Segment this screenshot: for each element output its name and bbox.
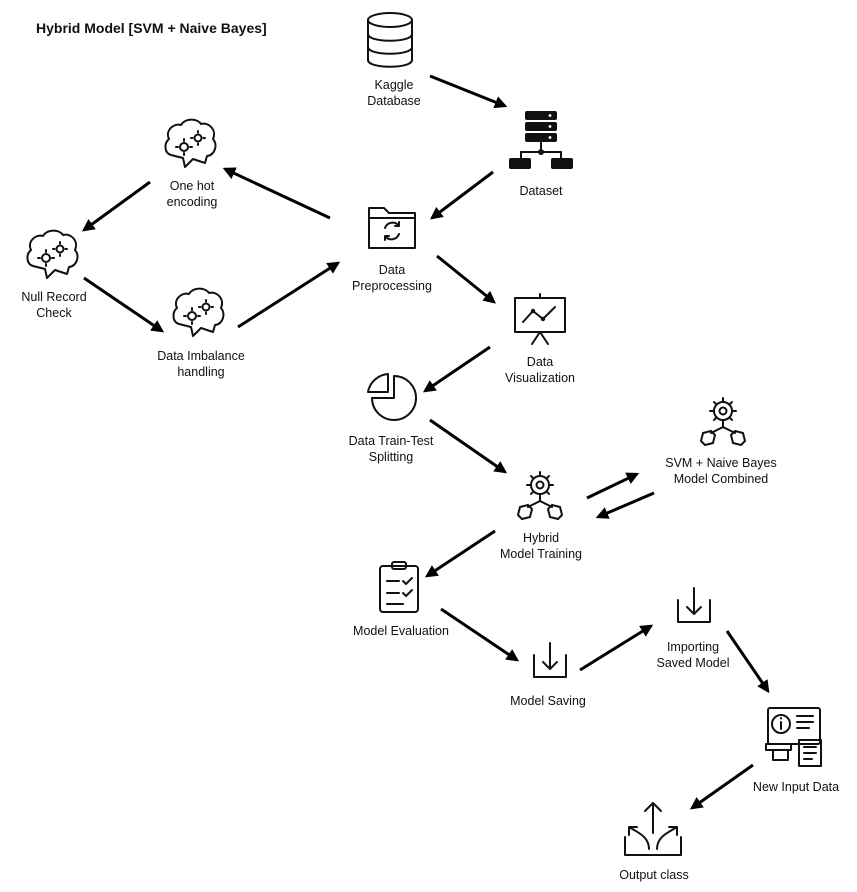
brain-gears-icon	[26, 229, 79, 279]
presentation-chart-icon	[514, 293, 566, 345]
node-saving-line-1: Model Saving	[510, 694, 586, 708]
node-combined: SVM + Naive Bayes Model Combined	[665, 455, 777, 487]
split-upload-icon	[624, 802, 682, 856]
gear-cluster-icon	[517, 471, 563, 520]
node-training-line-2: Model Training	[500, 547, 582, 561]
node-importing-line-1: Importing	[666, 640, 720, 654]
node-combined-line-2: Model Combined	[673, 472, 769, 486]
node-newinput: New Input Data	[753, 779, 839, 795]
node-preproc: Data Preprocessing	[352, 262, 432, 294]
node-visual: Data Visualization	[505, 354, 575, 386]
database-icon	[367, 12, 413, 68]
download-tray-icon	[677, 587, 711, 623]
node-visual-line-1: Data	[526, 355, 554, 369]
node-evaluation: Model Evaluation	[353, 623, 449, 639]
node-preproc-line-2: Preprocessing	[352, 279, 432, 293]
gear-cluster-icon	[700, 397, 746, 446]
node-output-line-1: Output class	[619, 868, 689, 882]
edge-onehot-nullcheck	[81, 180, 151, 232]
edge-training-combined	[586, 472, 640, 500]
node-preproc-line-1: Data	[378, 263, 406, 277]
info-screen-icon	[765, 707, 822, 767]
node-imbalance: Data Imbalance handling	[157, 348, 245, 380]
node-importing-line-2: Saved Model	[656, 656, 730, 670]
server-network-icon	[509, 111, 573, 169]
node-dataset: Dataset	[519, 183, 562, 199]
node-imbalance-line-2: handling	[177, 365, 225, 379]
node-nullcheck: Null Record Check	[21, 289, 86, 321]
edge-preproc-visual	[436, 254, 496, 304]
node-combined-line-1: SVM + Naive Bayes	[665, 456, 777, 470]
node-imbalance-line-1: Data Imbalance	[157, 349, 245, 363]
edge-newinput-output	[689, 763, 754, 810]
node-newinput-line-1: New Input Data	[752, 780, 840, 794]
edge-visual-split	[422, 345, 491, 393]
brain-gears-icon	[164, 118, 217, 168]
node-kaggle-line-2: Database	[367, 94, 421, 108]
edge-combined-training	[595, 491, 655, 519]
brain-gears-icon	[172, 287, 225, 337]
node-split-line-2: Splitting	[368, 450, 414, 464]
node-nullcheck-line-2: Check	[36, 306, 72, 320]
pie-chart-icon	[367, 373, 417, 421]
node-split-line-1: Data Train-Test	[348, 434, 434, 448]
node-saving: Model Saving	[510, 693, 586, 709]
edge-evaluation-saving	[440, 607, 520, 662]
clipboard-check-icon	[379, 561, 419, 613]
edge-saving-importing	[579, 624, 654, 672]
node-split: Data Train-Test Splitting	[349, 433, 434, 465]
edge-dataset-preproc	[429, 170, 494, 220]
node-evaluation-line-1: Model Evaluation	[353, 624, 449, 638]
node-visual-line-2: Visualization	[505, 371, 575, 385]
folder-refresh-icon	[368, 207, 416, 249]
node-training: Hybrid Model Training	[500, 530, 582, 562]
node-importing: Importing Saved Model	[657, 639, 730, 671]
edge-split-training	[429, 418, 508, 474]
node-training-line-1: Hybrid	[522, 531, 560, 545]
node-kaggle-line-1: Kaggle	[374, 78, 414, 92]
edge-kaggle-dataset	[429, 74, 508, 109]
node-onehot: One hot encoding	[167, 178, 218, 210]
edge-importing-newinput	[725, 630, 770, 694]
node-kaggle: Kaggle Database	[367, 77, 421, 109]
edge-training-evaluation	[424, 529, 496, 578]
node-onehot-line-2: encoding	[166, 195, 218, 209]
node-output: Output class	[619, 867, 688, 883]
edge-nullcheck-imbalance	[83, 276, 165, 333]
node-onehot-line-1: One hot	[169, 179, 215, 193]
download-tray-icon	[533, 642, 567, 678]
edge-preproc-onehot	[222, 167, 331, 220]
node-nullcheck-line-1: Null Record	[21, 290, 87, 304]
diagram-title: Hybrid Model [SVM + Naive Bayes]	[36, 20, 267, 36]
node-dataset-line-1: Dataset	[519, 184, 563, 198]
edges	[81, 74, 770, 810]
edge-imbalance-preproc	[237, 261, 341, 329]
